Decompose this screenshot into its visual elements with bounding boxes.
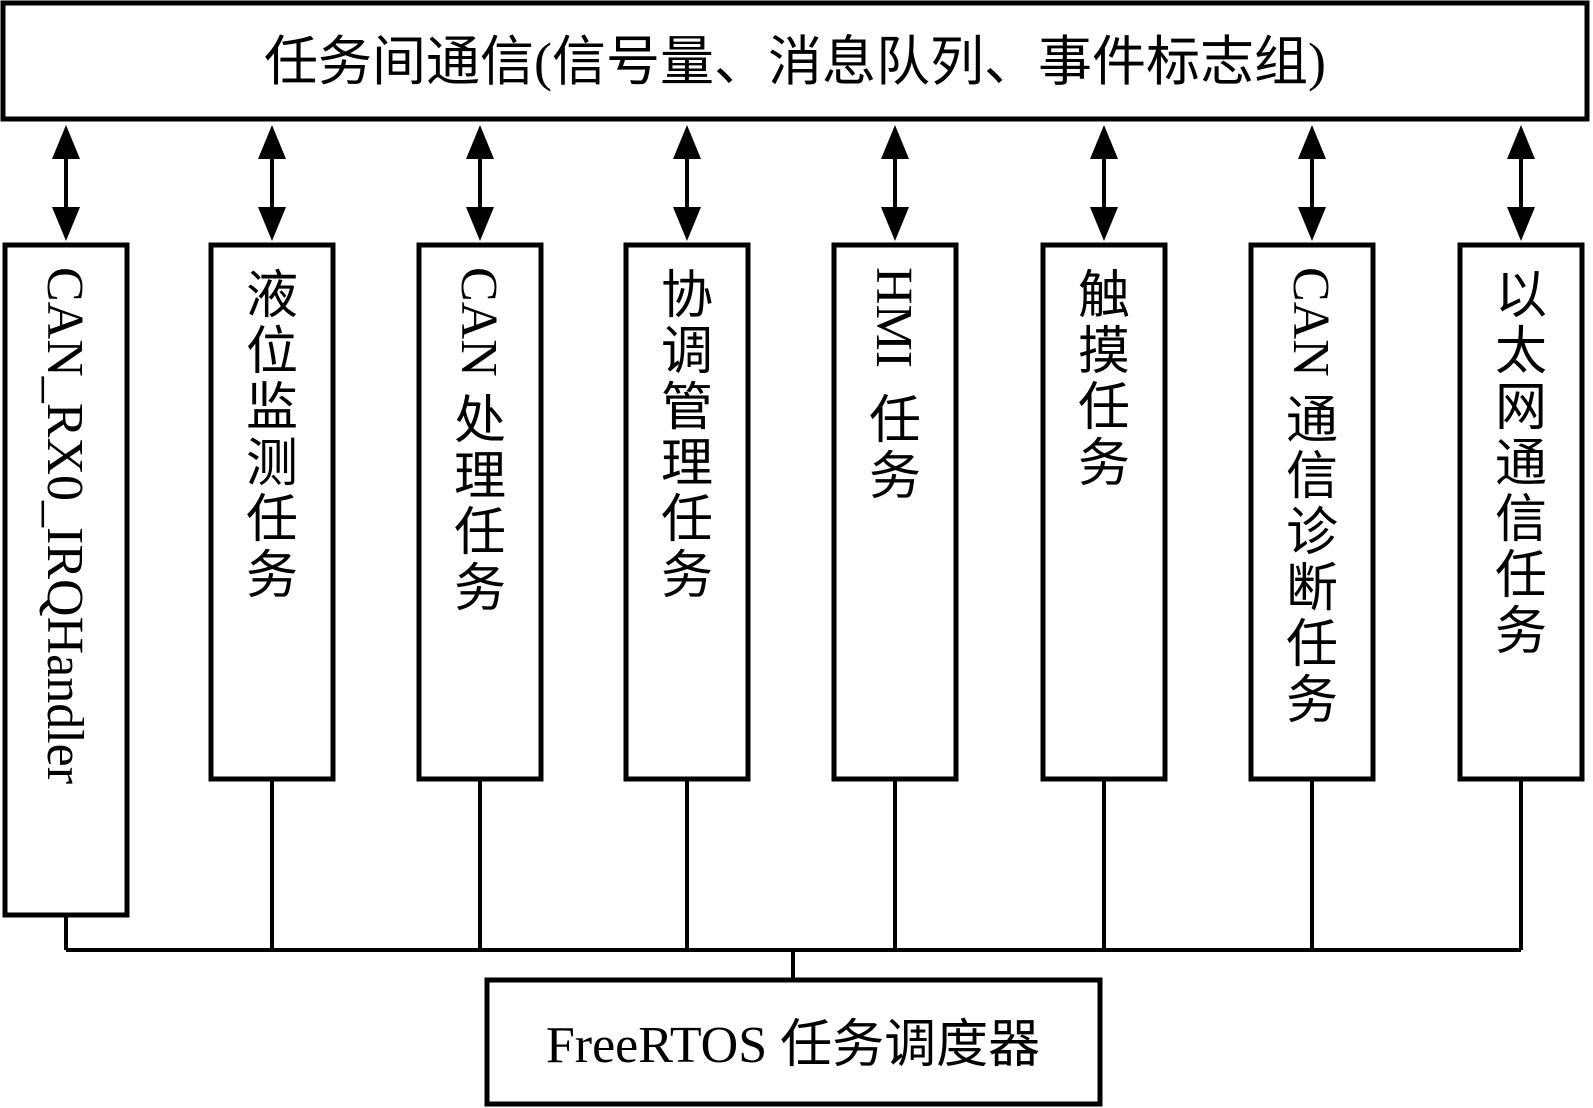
inter-task-communication-label: 任务间通信(信号量、消息队列、事件标志组) (264, 32, 1326, 92)
can-communication-diagnosis-task: CAN 通信诊断任务 (1248, 242, 1376, 782)
bidirectional-arrow (258, 125, 286, 241)
arrow-down-head (1298, 207, 1326, 241)
arrow-down-head (1507, 207, 1535, 241)
task-label-cjk: 液位监测任务 (246, 268, 298, 605)
can-rx0-irqhandler-task: CAN_RX0_IRQHandler (2, 242, 130, 918)
freertos-scheduler-label: FreeRTOS 任务调度器 (546, 1017, 1040, 1074)
arrow-down-head (1090, 207, 1118, 241)
can-process-task: CAN 处理任务 (416, 242, 544, 782)
task-box-rect (1040, 242, 1168, 782)
task-label-cjk: 通信诊断任务 (1286, 393, 1338, 730)
arrow-up-head (673, 125, 701, 159)
arrow-up-head (1090, 125, 1118, 159)
arrow-down-head (881, 207, 909, 241)
coordination-management-task: 协调管理任务 (623, 242, 751, 782)
bidirectional-arrow (52, 125, 80, 241)
task-label-latin: CAN (450, 267, 507, 377)
task-box-rect (1248, 242, 1376, 782)
communication-arrows (52, 125, 1535, 241)
freertos-scheduler-box: FreeRTOS 任务调度器 (484, 977, 1103, 1107)
arrow-down-head (258, 207, 286, 241)
ethernet-communication-task: 以太网通信任务 (1457, 242, 1585, 782)
arrow-up-head (881, 125, 909, 159)
task-box-rect (416, 242, 544, 782)
bidirectional-arrow (673, 125, 701, 241)
liquid-level-monitor-task: 液位监测任务 (208, 242, 336, 782)
arrow-down-head (673, 207, 701, 241)
task-label-cjk: 以太网通信任务 (1495, 268, 1547, 661)
scheduler-bus (64, 779, 1523, 980)
task-box-rect (623, 242, 751, 782)
task-boxes: CAN_RX0_IRQHandler 液位监测任务 CAN 处理任务 协调管理任务 HMI… (2, 242, 1585, 918)
arrow-down-head (466, 207, 494, 241)
arrow-up-head (1298, 125, 1326, 159)
bidirectional-arrow (1090, 125, 1118, 241)
touch-task: 触摸任务 (1040, 242, 1168, 782)
task-label-latin: CAN (1282, 267, 1339, 377)
inter-task-communication-box: 任务间通信(信号量、消息队列、事件标志组) (0, 0, 1590, 122)
task-label-latin: HMI (865, 267, 922, 368)
arrow-up-head (1507, 125, 1535, 159)
task-label-cjk: 处理任务 (454, 393, 506, 618)
bidirectional-arrow (1507, 125, 1535, 241)
bidirectional-arrow (466, 125, 494, 241)
arrow-up-head (258, 125, 286, 159)
task-box-rect (831, 242, 959, 782)
task-label-cjk: 任务 (869, 393, 921, 506)
arrow-up-head (466, 125, 494, 159)
task-label-cjk: 触摸任务 (1078, 268, 1130, 493)
arrow-down-head (52, 207, 80, 241)
hmi-task: HMI 任务 (831, 242, 959, 782)
task-label-cjk: 协调管理任务 (661, 268, 713, 605)
bidirectional-arrow (1298, 125, 1326, 241)
task-box-rect (208, 242, 336, 782)
arrow-up-head (52, 125, 80, 159)
task-label-latin: CAN_RX0_IRQHandler (36, 267, 93, 784)
bidirectional-arrow (881, 125, 909, 241)
